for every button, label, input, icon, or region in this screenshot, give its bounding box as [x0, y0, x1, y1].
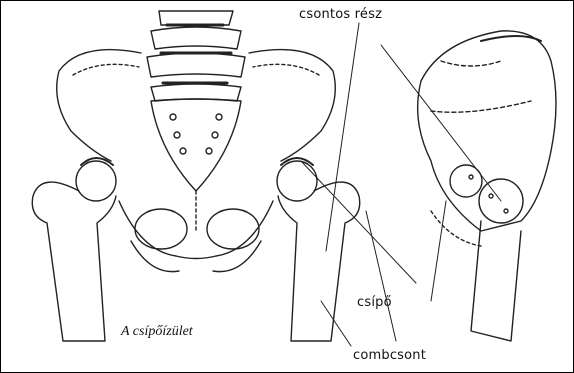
hip-joint-side-illustration	[418, 31, 556, 341]
label-femur: combcsont	[353, 348, 426, 363]
figure-caption: A csípőízület	[121, 324, 193, 340]
ilium-wings	[57, 50, 336, 161]
vertebrae	[147, 11, 245, 101]
label-bony-part: csontos rész	[299, 7, 382, 22]
femoral-heads	[76, 158, 317, 201]
pointer-lines	[301, 23, 501, 346]
label-hip: csípő	[357, 295, 392, 310]
sacrum	[151, 99, 241, 231]
